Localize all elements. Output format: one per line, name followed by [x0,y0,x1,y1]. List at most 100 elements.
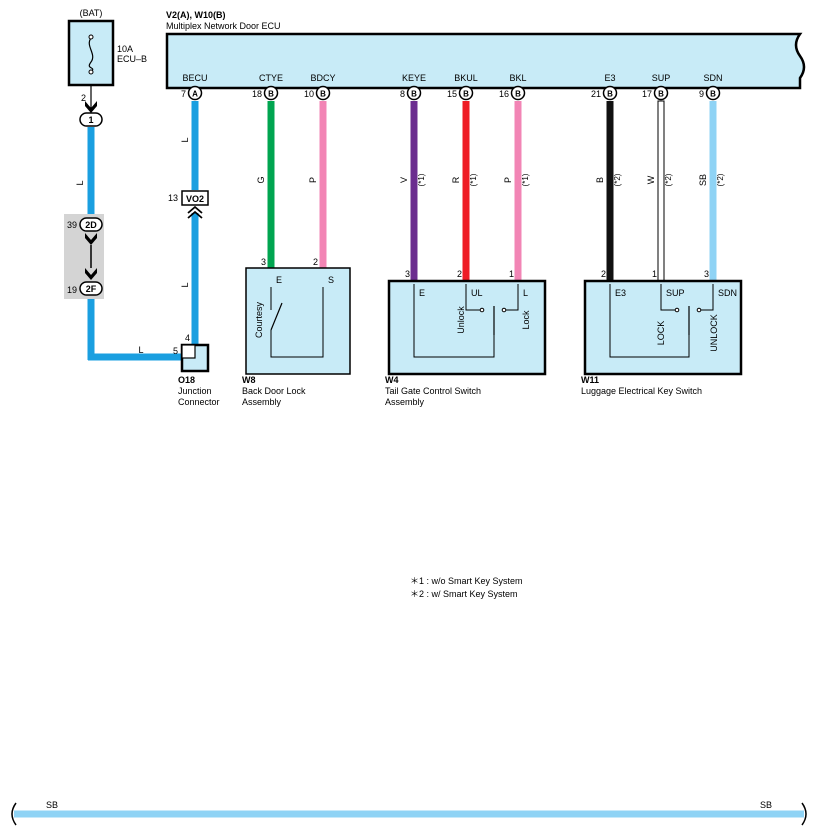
bus-break-left-icon [11,802,17,826]
note-2: ＊2 : w/ Smart Key System [410,589,518,599]
pin-conn-sdn: B [710,90,716,99]
pin-name-sdn: SDN [703,73,722,83]
ecu-connector-title: V2(A), W10(B) [166,10,226,20]
fuse-name: ECU–B [117,54,147,64]
pin-num-bdcy: 10 [304,89,314,99]
splice-top-connector [79,217,103,232]
splice-chevron-top-icon [85,233,97,245]
wire-label-g: G [256,176,266,183]
wire-label-b: B [595,177,605,183]
w11-pin-e3: 2 [601,269,606,279]
w4-circuit [413,284,519,358]
pin-num-becu: 7 [181,89,186,99]
pin-num-bkul: 15 [447,89,457,99]
w8-circuit [270,287,324,358]
pin-circle-sdn [705,85,721,101]
pin-num-bkl: 16 [499,89,509,99]
pin-name-sup: SUP [652,73,671,83]
w4-term-ul: UL [471,288,483,298]
pin-name-e3: E3 [604,73,615,83]
vo2-label: VO2 [186,194,204,204]
pin-circle-bdcy [315,85,331,101]
bus-label-left: SB [46,800,58,810]
pin-circle-sup [653,85,669,101]
w11-contact-unlock [696,307,702,313]
w11-lock-label: LOCK [656,321,666,346]
ecu-body [165,32,806,90]
w4-pin-e: 3 [405,269,410,279]
splice-top-label: 2D [85,220,97,230]
bat-label: (BAT) [80,8,103,18]
pin-conn-sup: B [658,90,664,99]
junction-terminal [181,344,196,359]
pin-num-e3: 21 [591,89,601,99]
w8-line2: Assembly [242,397,282,407]
wire-label-l2: L [138,345,143,355]
pin-name-becu: BECU [182,73,207,83]
w11-pin-sup: 1 [652,269,657,279]
pin-conn-bkul: B [463,90,469,99]
w4-term-l: L [523,288,528,298]
w8-pin-s: 2 [313,257,318,267]
bus-label-right: SB [760,800,772,810]
w11-id: W11 [581,375,599,385]
wire-label-l1: L [75,180,85,185]
note-1: ＊1 : w/o Smart Key System [410,576,523,586]
w4-contact-unlock [479,307,485,313]
wire-label-v: V [399,177,409,183]
pin-num-ctye: 18 [252,89,262,99]
fuse-connector-chevron-icon [85,101,97,113]
w11-unlock-label: UNLOCK [709,314,719,352]
junction-line2: Connector [178,397,220,407]
w4-line2: Assembly [385,397,425,407]
wire-label-l3: L [180,137,190,142]
pin-circle-bkul [458,85,474,101]
vo2-connector [181,190,209,206]
splice-bottom-label: 2F [86,284,97,294]
fuse-box [67,19,115,87]
wire-note-sup: (*2) [664,173,673,186]
splice-bottom-connector [79,281,103,296]
fuse-pin-out: 2 [81,93,86,103]
w11-term-sup: SUP [666,288,685,298]
junction-line1: Junction [178,386,212,396]
w4-line1: Tail Gate Control Switch [385,386,481,396]
w4-term-e: E [419,288,425,298]
pin-conn-keye: B [411,90,417,99]
w11-line1: Luggage Electrical Key Switch [581,386,702,396]
vo2-chevron-icon [187,205,203,219]
bus-break-right-icon [801,802,807,826]
wire-label-l4: L [180,282,190,287]
w8-box [245,267,351,375]
w4-pin-l: 1 [509,269,514,279]
pin-conn-bkl: B [515,90,521,99]
w8-pin-e: 3 [261,257,266,267]
fuse-icon [88,37,94,73]
junction-pin-a: 4 [185,333,190,343]
w8-term-e: E [276,275,282,285]
splice-top-num: 39 [67,220,77,230]
wire-label-w: W [646,175,656,184]
w8-switch-label: Courtesy [254,301,264,338]
junction-id: O18 [178,375,195,385]
w11-term-sdn: SDN [718,288,737,298]
wire-label-sb: SB [698,174,708,186]
w4-contact-lock [501,307,507,313]
wire-label-r: R [451,176,461,183]
w8-switch-icon [270,302,283,331]
fuse-terminal-top [88,34,94,40]
wire-note-bkul: (*1) [469,173,478,186]
w4-box [387,279,547,376]
w4-pin-ul: 2 [457,269,462,279]
wires [87,100,717,361]
w11-box [583,279,743,376]
fuse-connector-label: 1 [88,115,93,125]
wire-label-p1: P [308,177,318,183]
w4-lock-label: Lock [521,310,531,330]
w4-id: W4 [385,375,399,385]
pin-name-bdcy: BDCY [310,73,335,83]
pin-circle-becu [187,85,203,101]
pin-conn-bdcy: B [320,90,326,99]
w11-contact-lock [674,307,680,313]
